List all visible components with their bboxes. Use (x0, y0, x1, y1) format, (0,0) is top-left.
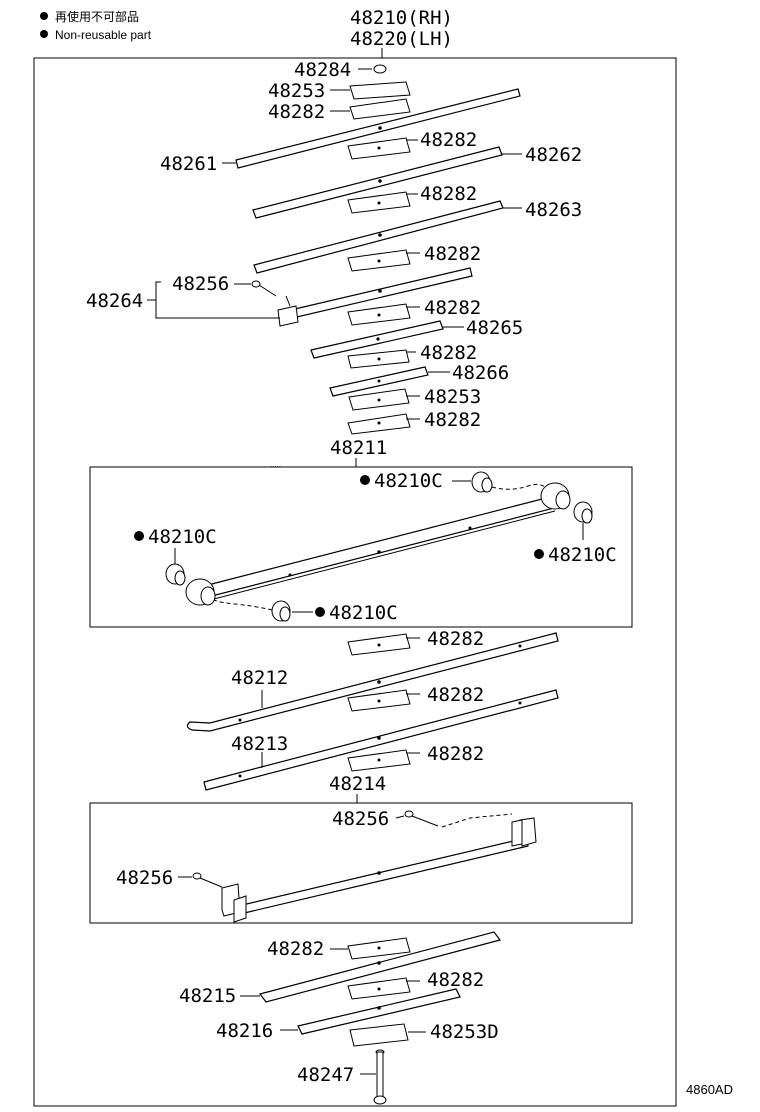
label-48264: 48264 (86, 290, 143, 312)
label-48261: 48261 (160, 153, 217, 175)
non-reusable-marker-icon (134, 531, 144, 541)
label-48282-h: 48282 (427, 628, 484, 650)
bolt-48256-c (192, 872, 223, 888)
label-48256-b: 48256 (332, 808, 389, 830)
label-48284: 48284 (294, 59, 351, 81)
label-48282-i: 48282 (427, 684, 484, 706)
non-reusable-marker-icon (40, 12, 48, 20)
label-48211: 48211 (330, 437, 387, 459)
label-48282-j: 48282 (427, 743, 484, 765)
leaf-48214 (237, 837, 529, 915)
bushing-48210c-d (271, 600, 291, 622)
bushing-48210c-a (471, 471, 493, 493)
label-48282-l: 48282 (427, 969, 484, 991)
label-48282-e: 48282 (424, 297, 481, 319)
leaf-48261 (235, 88, 521, 169)
label-48282-f: 48282 (420, 342, 477, 364)
label-48266: 48266 (452, 362, 509, 384)
center-bolt-48247 (373, 1049, 387, 1105)
svg-text:.....: ..... (270, 460, 281, 469)
non-reusable-marker-icon (40, 30, 48, 38)
label-48282-c: 48282 (420, 183, 477, 205)
clip-48264 (277, 305, 299, 327)
bolt-48256-b (404, 810, 439, 827)
clip-48214-rear-2 (511, 819, 523, 847)
label-48253d: 48253D (430, 1021, 499, 1043)
label-48256-c: 48256 (116, 867, 173, 889)
main-leaf-box (89, 466, 633, 628)
label-48210c-c: 48210C (548, 544, 617, 566)
label-48253-mid: 48253 (424, 386, 481, 408)
label-48212: 48212 (231, 667, 288, 689)
leaf-48215 (258, 931, 502, 1003)
label-48262: 48262 (525, 144, 582, 166)
label-48214: 48214 (329, 773, 386, 795)
label-48282-b: 48282 (420, 129, 477, 151)
label-48282-g: 48282 (424, 409, 481, 431)
spacer-48282-a (349, 98, 411, 120)
label-48263: 48263 (525, 199, 582, 221)
label-48253-top: 48253 (268, 80, 325, 102)
leaf-48262 (252, 146, 503, 219)
label-48247: 48247 (297, 1064, 354, 1086)
label-48256-a: 48256 (172, 273, 229, 295)
legend-japanese: 再使用不可部品 (55, 9, 139, 24)
leaf-48212 (186, 632, 559, 732)
bolt-48256-a (251, 280, 277, 297)
nut-48284 (373, 64, 387, 74)
label-48282-k: 48282 (267, 938, 324, 960)
rear-eye (540, 482, 571, 510)
label-48210c-a: 48210C (374, 470, 443, 492)
assembly-number-lh: 48220(LH) (350, 28, 453, 50)
label-48265: 48265 (466, 317, 523, 339)
pad-48253d (349, 1023, 409, 1047)
legend: 再使用不可部品 Non-reusable part (40, 9, 152, 42)
label-48210c-b: 48210C (148, 526, 217, 548)
label-48213: 48213 (231, 733, 288, 755)
front-eye (185, 578, 216, 606)
clip-48214-front-2 (233, 895, 247, 923)
label-48215: 48215 (179, 985, 236, 1007)
bushing-48210c-b (573, 501, 593, 524)
label-48282-d: 48282 (424, 243, 481, 265)
non-reusable-marker-icon (315, 607, 325, 617)
non-reusable-marker-icon (360, 475, 370, 485)
leaf-48216 (297, 988, 461, 1035)
leaf-48214-box (89, 802, 633, 924)
pad-48253-top (349, 81, 411, 100)
outer-frame (33, 57, 677, 1107)
label-48282-a: 48282 (268, 101, 325, 123)
assembly-number-rh: 48210(RH) (350, 7, 453, 29)
drawing-code: 4860AD (686, 1082, 733, 1097)
leaf-48213 (203, 689, 559, 791)
main-leaf-48211 (203, 496, 555, 598)
bushing-48210c-c (165, 563, 186, 586)
legend-english: Non-reusable part (55, 28, 152, 42)
label-48210c-d: 48210C (329, 602, 398, 624)
non-reusable-marker-icon (534, 549, 544, 559)
label-48216: 48216 (216, 1020, 273, 1042)
